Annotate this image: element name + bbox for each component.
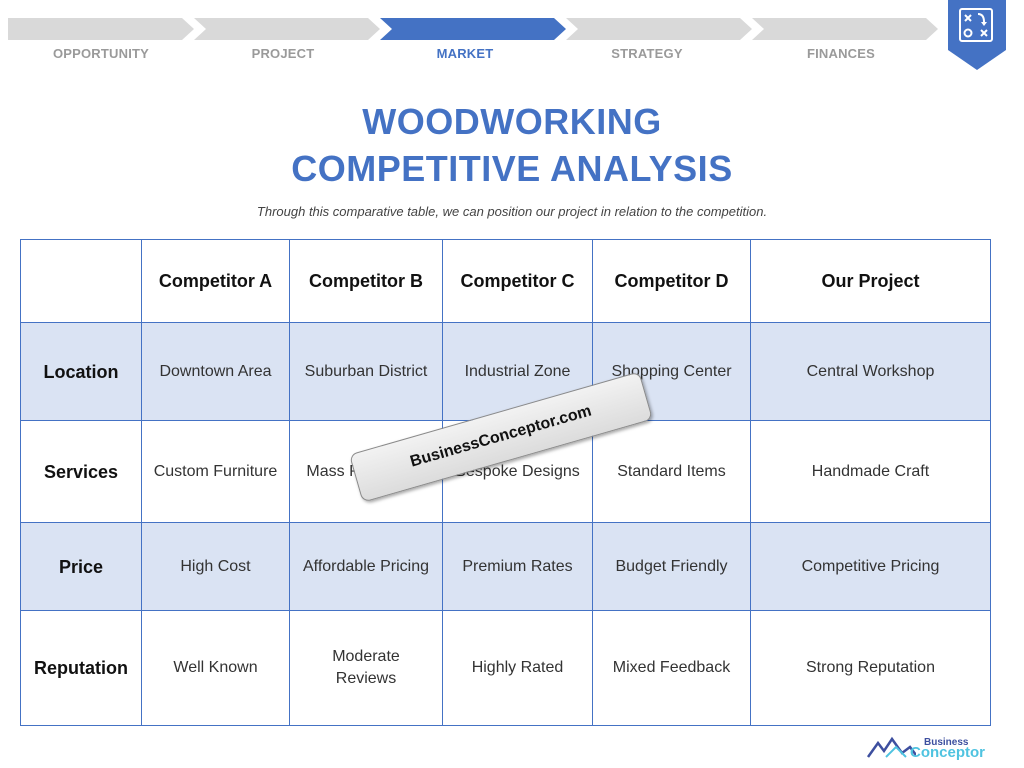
table-cell: Highly Rated: [442, 610, 593, 726]
progress-steps: OPPORTUNITY PROJECT MARKET STRATEGY FINA…: [8, 18, 938, 68]
step-strategy[interactable]: [566, 18, 752, 40]
header-empty-cell: [20, 239, 142, 323]
table-row: Reputation Well Known Moderate Reviews H…: [20, 610, 991, 726]
step-opportunity[interactable]: [8, 18, 194, 40]
page-title-line2: COMPETITIVE ANALYSIS: [291, 148, 733, 189]
table-cell: Strong Reputation: [750, 610, 991, 726]
table-cell: Moderate Reviews: [289, 610, 443, 726]
table-cell: Handmade Craft: [750, 420, 991, 523]
competitive-analysis-table: Competitor A Competitor B Competitor C C…: [20, 239, 991, 726]
table-row: Price High Cost Affordable Pricing Premi…: [20, 522, 991, 611]
table-cell: Suburban District: [289, 322, 443, 421]
business-conceptor-logo[interactable]: Business Conceptor: [866, 733, 991, 761]
header-competitor-b: Competitor B: [289, 239, 443, 323]
row-label-price: Price: [20, 522, 142, 611]
table-cell: Budget Friendly: [592, 522, 751, 611]
table-cell: Mixed Feedback: [592, 610, 751, 726]
header-our-project: Our Project: [750, 239, 991, 323]
table-cell: Industrial Zone: [442, 322, 593, 421]
table-row: Services Custom Furniture Mass Productio…: [20, 420, 991, 523]
table-cell: Downtown Area: [141, 322, 290, 421]
step-label-finances: FINANCES: [806, 46, 876, 61]
strategy-board-icon: [948, 0, 1006, 70]
row-label-reputation: Reputation: [20, 610, 142, 726]
step-label-strategy: STRATEGY: [611, 46, 683, 61]
logo-text-business: Business: [924, 737, 969, 748]
header-competitor-d: Competitor D: [592, 239, 751, 323]
table-cell: Standard Items: [592, 420, 751, 523]
step-label-market: MARKET: [436, 46, 494, 61]
header-competitor-a: Competitor A: [141, 239, 290, 323]
step-market[interactable]: [380, 18, 566, 40]
table-cell: High Cost: [141, 522, 290, 611]
logo-text-conceptor: Conceptor: [910, 744, 985, 761]
row-label-location: Location: [20, 322, 142, 421]
table-cell: Premium Rates: [442, 522, 593, 611]
mountain-icon: [866, 736, 916, 758]
step-project[interactable]: [194, 18, 380, 40]
table-cell: Custom Furniture: [141, 420, 290, 523]
page-subtitle: Through this comparative table, we can p…: [256, 204, 768, 219]
step-label-project: PROJECT: [251, 46, 315, 61]
row-label-services: Services: [20, 420, 142, 523]
step-finances[interactable]: [752, 18, 938, 40]
step-label-opportunity: OPPORTUNITY: [52, 46, 150, 61]
table-cell: Competitive Pricing: [750, 522, 991, 611]
table-cell: Central Workshop: [750, 322, 991, 421]
table-row: Location Downtown Area Suburban District…: [20, 322, 991, 421]
table-header-row: Competitor A Competitor B Competitor C C…: [20, 239, 991, 323]
table-cell: Well Known: [141, 610, 290, 726]
header-competitor-c: Competitor C: [442, 239, 593, 323]
page-title-line1: WOODWORKING: [362, 101, 662, 142]
table-cell: Affordable Pricing: [289, 522, 443, 611]
